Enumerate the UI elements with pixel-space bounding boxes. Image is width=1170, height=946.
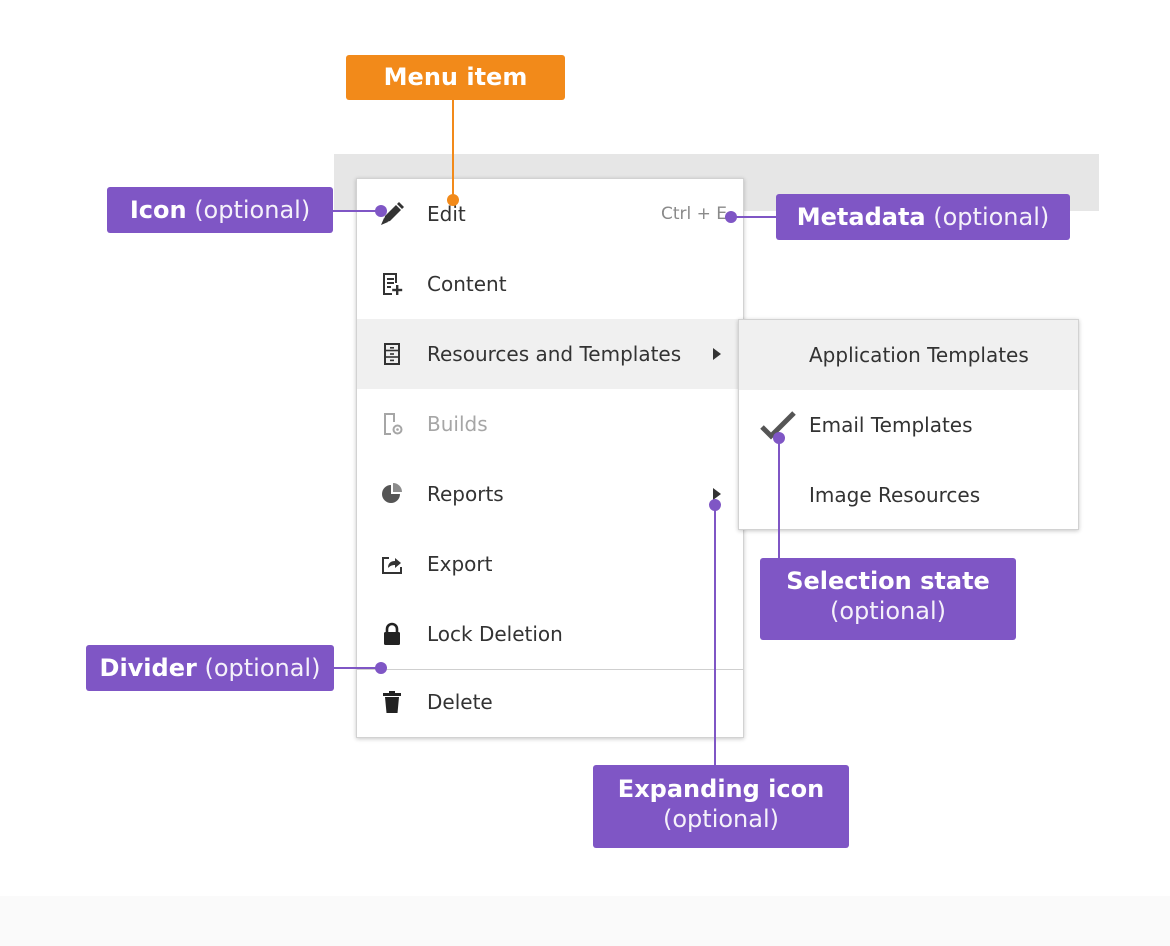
menu-item-label: Builds	[427, 412, 488, 436]
submenu: Application Templates Email Templates Im…	[738, 319, 1079, 530]
menu-item-label: Lock Deletion	[427, 622, 563, 646]
lock-icon	[384, 622, 400, 645]
shortcut-metadata: Ctrl + E	[660, 204, 727, 224]
checkmark-icon	[760, 411, 796, 440]
context-menu: Edit Ctrl + E Content Resources and Temp…	[356, 178, 744, 738]
submenu-item-application-templates[interactable]: Application Templates	[739, 320, 1078, 390]
callout-note: (optional)	[663, 805, 779, 833]
menu-item-label: Content	[427, 272, 507, 296]
callout-expanding-icon: Expanding icon (optional)	[593, 765, 849, 848]
callout-title: Expanding icon	[617, 775, 825, 803]
export-icon	[382, 557, 402, 574]
callout-title: Menu item	[383, 63, 528, 91]
menu-item-reports[interactable]: Reports	[357, 459, 743, 529]
chevron-right-icon[interactable]	[711, 487, 723, 501]
callout-title: Selection state	[786, 567, 990, 595]
menu-item-label: Export	[427, 552, 493, 576]
menu-item-resources-and-templates[interactable]: Resources and Templates	[357, 319, 743, 389]
trash-icon	[383, 691, 401, 713]
submenu-item-label: Image Resources	[809, 483, 981, 507]
callout-note: (optional)	[830, 597, 946, 625]
menu-item-edit[interactable]: Edit Ctrl + E	[357, 179, 743, 249]
menu-item-export[interactable]: Export	[357, 529, 743, 599]
document-add-icon	[383, 273, 403, 295]
callout-title: Metadata	[796, 203, 926, 231]
menu-item-lock-deletion[interactable]: Lock Deletion	[357, 599, 743, 669]
callout-note: (optional)	[194, 196, 311, 224]
callout-title: Icon	[129, 196, 187, 224]
callout-menu-item: Menu item	[346, 55, 565, 100]
pie-chart-icon	[382, 483, 402, 503]
chevron-right-icon[interactable]	[711, 347, 723, 361]
submenu-item-email-templates[interactable]: Email Templates	[739, 390, 1078, 460]
menu-item-label: Edit	[427, 202, 466, 226]
pencil-icon	[381, 202, 404, 225]
callout-icon: Icon (optional)	[107, 187, 333, 233]
callout-divider: Divider (optional)	[86, 645, 334, 691]
callout-note: (optional)	[204, 654, 321, 682]
cabinet-icon	[384, 343, 400, 365]
menu-item-delete[interactable]: Delete	[357, 667, 743, 737]
menu-item-label: Delete	[427, 690, 493, 714]
callout-metadata: Metadata (optional)	[776, 194, 1070, 240]
menu-item-content[interactable]: Content	[357, 249, 743, 319]
menu-item-label: Resources and Templates	[427, 342, 682, 366]
bottom-band	[0, 896, 1170, 946]
menu-item-label: Reports	[427, 482, 504, 506]
mobile-gear-icon	[384, 413, 403, 435]
submenu-item-image-resources[interactable]: Image Resources	[739, 460, 1078, 530]
submenu-item-label: Application Templates	[809, 343, 1029, 367]
callout-note: (optional)	[933, 203, 1050, 231]
menu-divider	[357, 669, 743, 670]
menu-item-builds[interactable]: Builds	[357, 389, 743, 459]
callout-selection-state: Selection state (optional)	[760, 558, 1016, 640]
submenu-item-label: Email Templates	[809, 413, 973, 437]
callout-title: Divider	[99, 654, 197, 682]
